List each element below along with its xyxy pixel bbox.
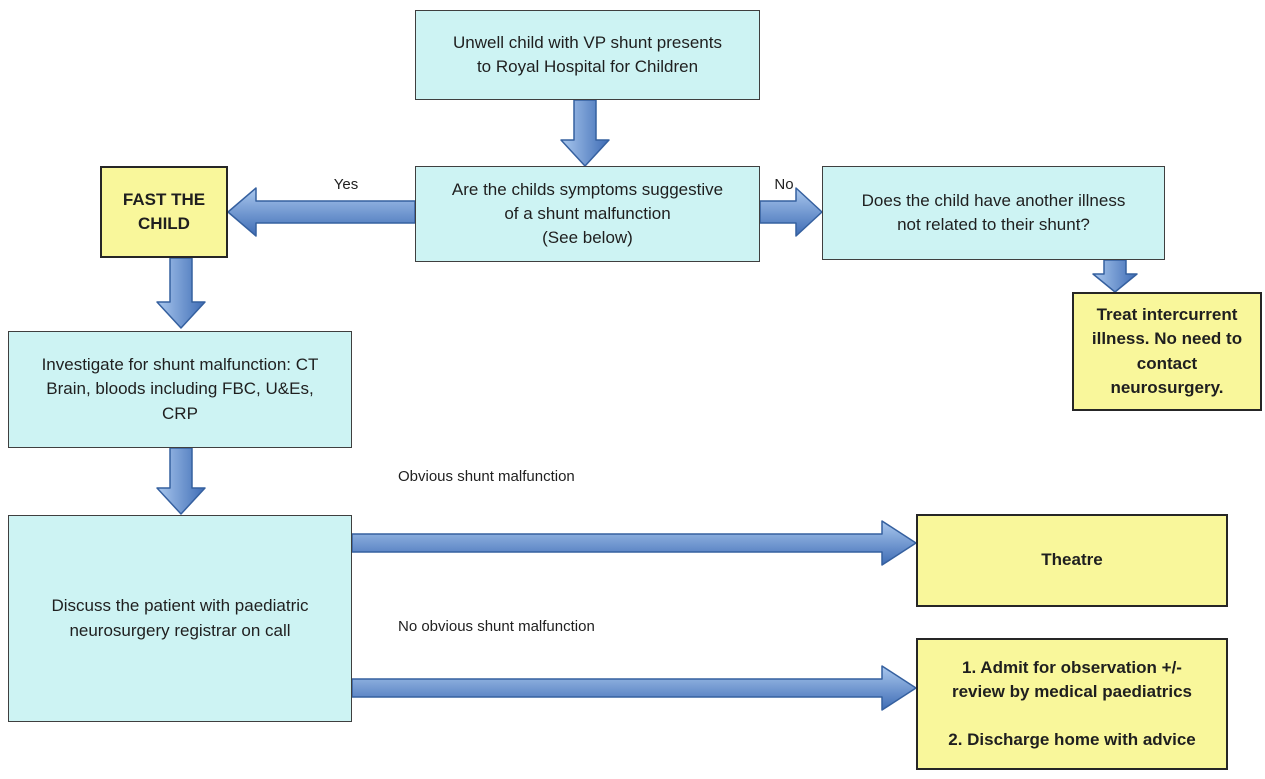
node-other-illness: Does the child have another illness not … xyxy=(822,166,1165,260)
edge-label-yes: Yes xyxy=(333,176,359,193)
arrow-illness-to-treat-icon xyxy=(1092,259,1138,293)
arrow-start-to-decision-icon xyxy=(560,99,610,167)
arrow-no-to-illness-icon xyxy=(759,187,823,237)
node-decision-symptoms: Are the childs symptoms suggestive of a … xyxy=(415,166,760,262)
arrow-noobvious-to-outcome-icon xyxy=(351,665,917,711)
node-start: Unwell child with VP shunt presents to R… xyxy=(415,10,760,100)
arrow-yes-to-fast-icon xyxy=(227,187,416,237)
node-treat-intercurrent: Treat intercurrent illness. No need to c… xyxy=(1072,292,1262,411)
node-fast-the-child: FAST THE CHILD xyxy=(100,166,228,258)
arrow-fast-to-investigate-icon xyxy=(156,257,206,329)
node-theatre: Theatre xyxy=(916,514,1228,607)
node-discuss-neurosurgery: Discuss the patient with paediatric neur… xyxy=(8,515,352,722)
arrow-investigate-to-discuss-icon xyxy=(156,447,206,515)
edge-label-no-obvious-malfunction: No obvious shunt malfunction xyxy=(398,618,595,635)
node-admit-or-discharge: 1. Admit for observation +/- review by m… xyxy=(916,638,1228,770)
edge-label-no: No xyxy=(774,176,794,193)
node-investigate: Investigate for shunt malfunction: CT Br… xyxy=(8,331,352,448)
arrow-obvious-to-theatre-icon xyxy=(351,520,917,566)
edge-label-obvious-malfunction: Obvious shunt malfunction xyxy=(398,468,575,485)
